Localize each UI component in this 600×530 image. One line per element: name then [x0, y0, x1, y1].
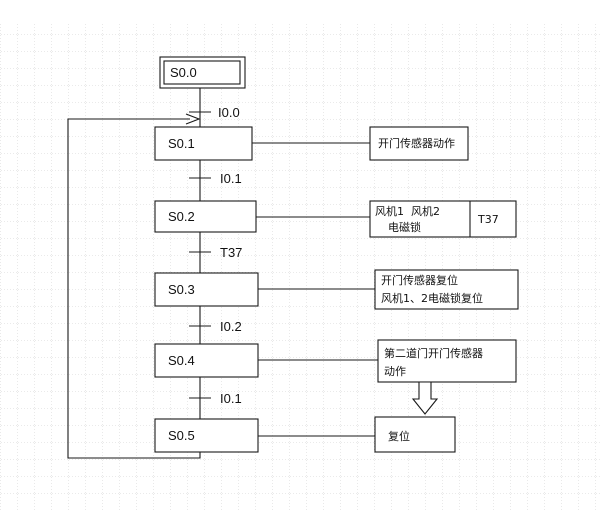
action-text-3-line-2: 风机1、2电磁锁复位	[381, 291, 483, 305]
transition-label-5: I0.1	[220, 391, 242, 406]
loop-back-arrowhead	[185, 113, 201, 125]
action-box-3	[374, 269, 519, 310]
action-box-2	[369, 200, 517, 238]
action-timer-label: T37	[477, 213, 499, 226]
transition-label-2: I0.1	[220, 171, 242, 186]
loop-back-line	[67, 118, 201, 459]
initial-step-label: S0.0	[170, 65, 197, 80]
action-text-1-line-1: 开门传感器动作	[378, 136, 455, 150]
action-text-4-line-1: 第二道门开门传感器	[384, 346, 483, 360]
action-box-4	[377, 339, 517, 383]
action-box-1	[369, 126, 469, 161]
action-text-5-line-1: 复位	[388, 429, 410, 443]
dotted-grid-background	[0, 22, 600, 510]
transition-label-3: T37	[220, 245, 242, 260]
step-label-1: S0.1	[168, 136, 195, 151]
transition-label-1: I0.0	[218, 105, 240, 120]
action-text-2-line-1: 风机1 风机2	[375, 204, 440, 218]
action-text-2-line-2: 电磁锁	[388, 220, 421, 234]
action-text-3-line-1: 开门传感器复位	[381, 273, 458, 287]
step-box-3	[154, 272, 259, 307]
step-label-5: S0.5	[168, 428, 195, 443]
action-text-4-line-2: 动作	[384, 365, 406, 378]
step-label-2: S0.2	[168, 209, 195, 224]
step-box-5	[154, 418, 259, 453]
action-box-5	[374, 416, 456, 453]
step-label-4: S0.4	[168, 353, 195, 368]
transition-label-4: I0.2	[220, 319, 242, 334]
step-box-4	[154, 343, 259, 378]
initial-step-inner	[163, 60, 241, 85]
step-label-3: S0.3	[168, 282, 195, 297]
down-arrow-icon	[411, 381, 439, 415]
